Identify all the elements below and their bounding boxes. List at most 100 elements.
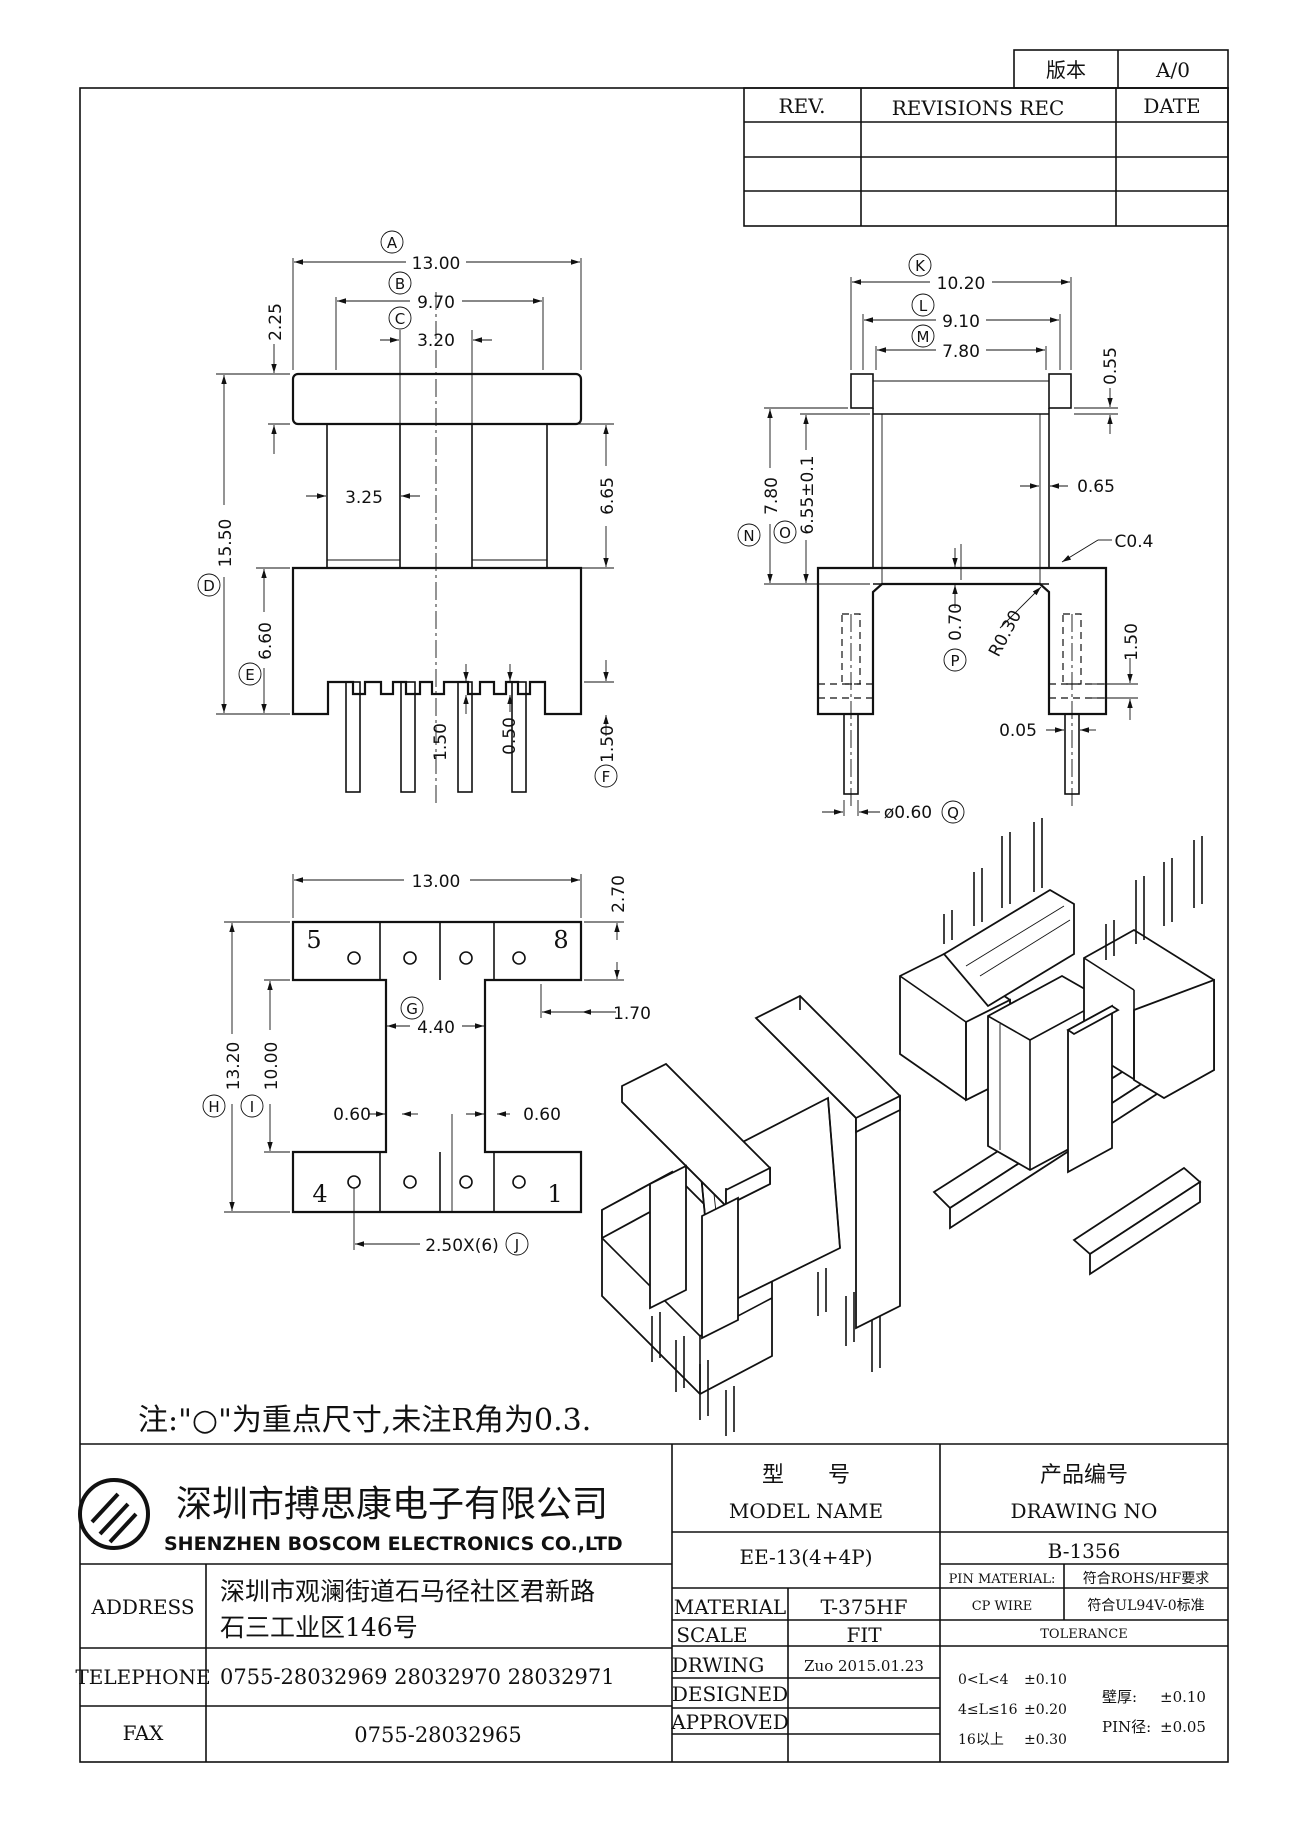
pin-label-5: 5 bbox=[306, 926, 321, 954]
telephone-label: TELEPHONE bbox=[75, 1665, 210, 1689]
model-cn-label: 型 号 bbox=[762, 1463, 850, 1488]
dim-b-value: 9.70 bbox=[417, 293, 455, 313]
svg-text:J: J bbox=[514, 1236, 519, 1254]
revisions-col-date: DATE bbox=[1143, 94, 1200, 118]
dim-j-value: 2.50X(6) bbox=[425, 1236, 499, 1256]
svg-text:A: A bbox=[387, 234, 398, 252]
pin-material-value: 符合ROHS/HF要求 bbox=[1083, 1571, 1209, 1587]
version-box: 版本 A/0 bbox=[1013, 49, 1229, 89]
marker-c: C bbox=[388, 306, 412, 330]
svg-text:L: L bbox=[919, 297, 928, 315]
dim-b060l-value: 0.60 bbox=[333, 1105, 371, 1125]
dim-s005-value: 0.05 bbox=[999, 721, 1037, 741]
svg-text:M: M bbox=[917, 328, 930, 346]
scale-value: FIT bbox=[846, 1623, 882, 1647]
dim-i-value: 10.00 bbox=[262, 1042, 282, 1091]
pin-label-8: 8 bbox=[553, 926, 568, 954]
marker-f: F bbox=[594, 764, 618, 788]
dim-bh-value: 2.70 bbox=[609, 875, 629, 913]
wall-value: ±0.10 bbox=[1160, 1688, 1206, 1706]
dim-b060r-value: 0.60 bbox=[523, 1105, 561, 1125]
svg-text:H: H bbox=[208, 1098, 219, 1116]
svg-text:G: G bbox=[406, 1000, 418, 1018]
dim-r030-value: R0.30 bbox=[985, 607, 1026, 660]
svg-text:N: N bbox=[743, 527, 754, 545]
marker-d: D bbox=[197, 573, 221, 597]
marker-j: J bbox=[505, 1232, 529, 1256]
marker-b: B bbox=[388, 271, 412, 295]
dim-665-value: 6.65 bbox=[598, 477, 618, 515]
tol-value-2: ±0.20 bbox=[1024, 1702, 1067, 1718]
dim-s150-value: 1.50 bbox=[1122, 623, 1142, 661]
dim-m-value: 7.80 bbox=[942, 342, 980, 362]
model-en-label: MODEL NAME bbox=[729, 1499, 883, 1523]
tol-range-3: 16以上 bbox=[958, 1732, 1004, 1748]
tol-range-1: 0<L<4 bbox=[958, 1672, 1009, 1688]
material-label: MATERIAL bbox=[674, 1595, 786, 1619]
address-line-2: 石三工业区146号 bbox=[220, 1613, 418, 1642]
material-value: T-375HF bbox=[820, 1595, 907, 1619]
drawing-note: 注:"○"为重点尺寸,未注R角为0.3. bbox=[138, 1403, 591, 1438]
cp-wire-value: 符合UL94V-0标准 bbox=[1087, 1598, 1204, 1614]
drawing-value: B-1356 bbox=[1048, 1539, 1121, 1563]
marker-l: L bbox=[911, 293, 935, 317]
dim-n-value: 7.80 bbox=[762, 477, 782, 515]
svg-text:K: K bbox=[915, 257, 926, 275]
marker-p: P bbox=[943, 648, 967, 672]
svg-text:D: D bbox=[203, 577, 215, 595]
marker-a: A bbox=[380, 230, 404, 254]
marker-k: K bbox=[908, 253, 932, 277]
pin-label-4: 4 bbox=[312, 1180, 327, 1208]
svg-text:E: E bbox=[245, 666, 254, 684]
drwing-label: DRWING bbox=[672, 1653, 765, 1677]
dim-p150-value: 1.50 bbox=[431, 723, 451, 761]
tolerance-label: TOLERANCE bbox=[1040, 1627, 1127, 1642]
svg-text:Q: Q bbox=[947, 804, 959, 822]
address-line-1: 深圳市观澜街道石马径社区君新路 bbox=[220, 1577, 595, 1606]
scale-label: SCALE bbox=[676, 1623, 747, 1647]
dim-h-value: 13.20 bbox=[224, 1042, 244, 1091]
isometric-view-rear bbox=[899, 818, 1215, 1276]
model-value: EE-13(4+4P) bbox=[739, 1545, 872, 1569]
svg-text:B: B bbox=[395, 275, 405, 293]
fax-value: 0755-28032965 bbox=[354, 1723, 521, 1747]
version-value: A/0 bbox=[1155, 58, 1190, 82]
marker-o: O bbox=[773, 520, 797, 544]
telephone-value: 0755-28032969 28032970 28032971 bbox=[220, 1665, 615, 1689]
tol-value-1: ±0.10 bbox=[1024, 1672, 1067, 1688]
pin-label-1: 1 bbox=[547, 1180, 562, 1208]
marker-n: N bbox=[737, 523, 761, 547]
version-label: 版本 bbox=[1046, 58, 1086, 82]
svg-text:O: O bbox=[779, 524, 791, 542]
isometric-view-front bbox=[601, 994, 901, 1436]
dim-p-value: 0.70 bbox=[946, 603, 966, 641]
tol-value-3: ±0.30 bbox=[1024, 1732, 1067, 1748]
dim-c-value: 3.20 bbox=[417, 331, 455, 351]
company-logo-icon bbox=[78, 1478, 150, 1550]
svg-text:I: I bbox=[250, 1098, 254, 1116]
company-name-en: SHENZHEN BOSCOM ELECTRONICS CO.,LTD bbox=[164, 1533, 623, 1555]
revisions-table: REV. REVISIONS REC DATE bbox=[743, 87, 1229, 227]
dim-b170-value: 1.70 bbox=[613, 1004, 651, 1024]
revisions-col-rec: REVISIONS REC bbox=[892, 96, 1065, 120]
bottom-view: 5 8 4 1 13.00 2.70 4.40 1.70 13.20 bbox=[202, 872, 651, 1256]
front-view: 13.00 9.70 3.20 2.25 15.50 6.60 3.25 bbox=[197, 230, 618, 805]
side-view: 10.20 9.10 7.80 0.55 0.65 C0.4 7.80 bbox=[737, 253, 1154, 824]
svg-text:F: F bbox=[602, 768, 611, 786]
fax-label: FAX bbox=[123, 1721, 165, 1745]
dim-d-value: 15.50 bbox=[216, 519, 236, 568]
marker-m: M bbox=[911, 324, 935, 348]
dim-q-value: ø0.60 bbox=[884, 803, 932, 823]
pin-diameter-value: ±0.05 bbox=[1160, 1718, 1206, 1736]
address-label: ADDRESS bbox=[90, 1595, 194, 1619]
cp-wire-label: CP WIRE bbox=[972, 1599, 1033, 1614]
wall-label: 壁厚: bbox=[1102, 1688, 1137, 1706]
dim-e-value: 6.60 bbox=[256, 622, 276, 660]
dim-g-value: 4.40 bbox=[417, 1018, 455, 1038]
dim-f-value: 1.50 bbox=[598, 725, 618, 763]
dim-c04-value: C0.4 bbox=[1115, 532, 1154, 552]
svg-text:C: C bbox=[395, 310, 405, 328]
dim-k-value: 10.20 bbox=[937, 274, 986, 294]
